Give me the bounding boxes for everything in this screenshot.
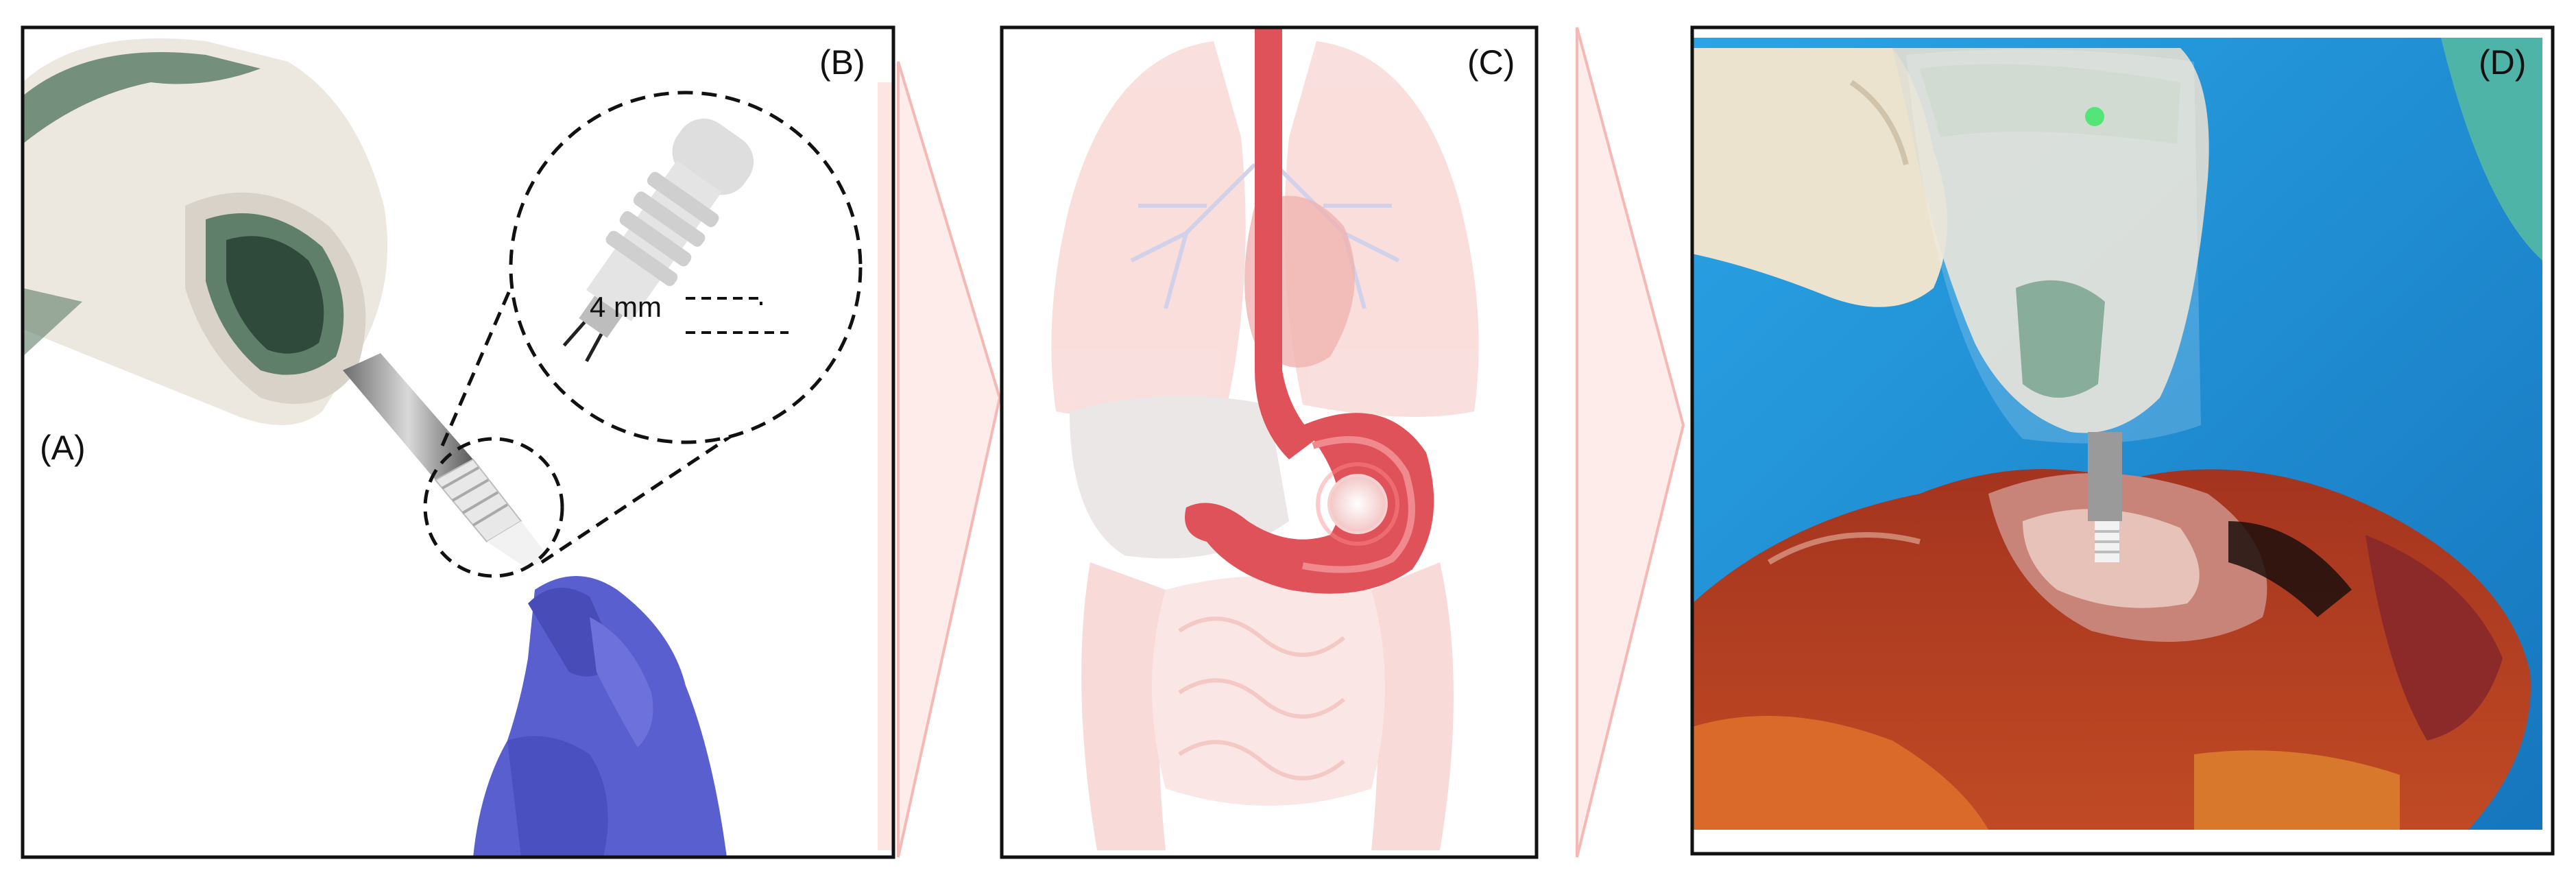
panel-d-frame (1690, 25, 2555, 856)
probe-shaft (343, 353, 549, 569)
transition-wedge-ab (878, 82, 893, 850)
flow-arrow-ac (897, 61, 1002, 858)
magnified-tip-inset: 4 mm (509, 91, 863, 444)
dimension-label: 4 mm (590, 291, 662, 323)
status-led-icon (2085, 107, 2104, 126)
probe-handpiece (23, 38, 387, 425)
tumor (1327, 474, 1388, 534)
tip-zoom-circle (423, 437, 564, 578)
flow-arrow-cd (1576, 27, 1685, 858)
stomach (1185, 413, 1434, 594)
gloved-hand (473, 576, 727, 857)
panel-a: 4 mm (23, 38, 893, 857)
panel-d-label: (D) (2479, 43, 2526, 82)
draped-probe (1892, 48, 2209, 562)
panel-a-frame (21, 25, 895, 859)
lungs (1051, 41, 1479, 417)
panel-d (1692, 38, 2542, 830)
esophagus (1255, 27, 1316, 459)
panel-b-label: (B) (819, 43, 865, 82)
panel-c-frame (1000, 25, 1539, 859)
intestines (1081, 562, 1454, 850)
panel-a-label: (A) (40, 429, 86, 467)
panel-c-label: (C) (1467, 43, 1515, 82)
resected-tissue (1692, 469, 2531, 830)
panel-c (1051, 27, 1479, 850)
zoom-line-upper (440, 263, 523, 446)
